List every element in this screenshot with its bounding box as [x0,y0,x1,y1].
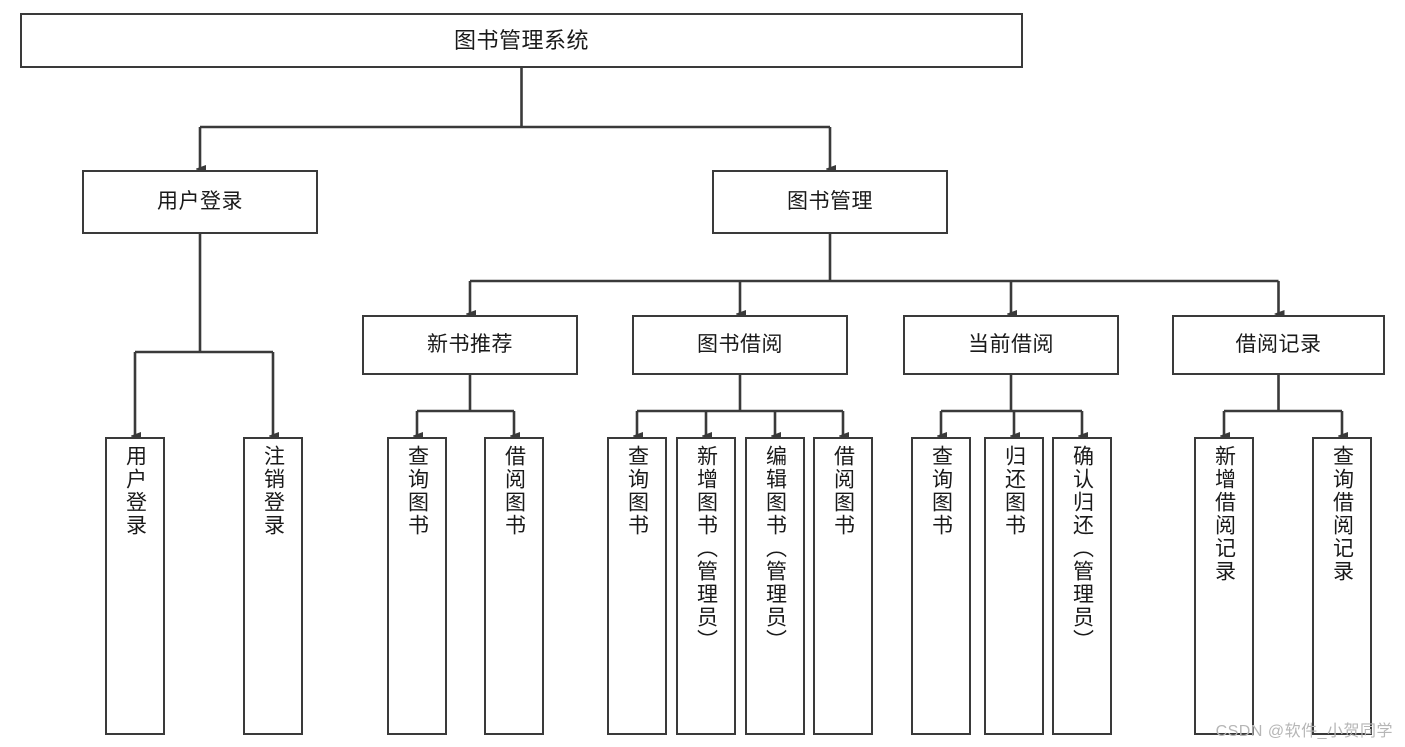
node-book-borrow[interactable]: 图书借阅 [632,315,848,375]
node-leaf-query-books-recommend[interactable]: 查询图书 [387,437,447,735]
node-label: 借阅图书 [831,445,855,537]
node-current-borrow[interactable]: 当前借阅 [903,315,1119,375]
node-label: 图书管理系统 [453,27,589,53]
node-label: 查询图书 [405,445,429,537]
node-leaf-add-book-admin[interactable]: 新增图书（管理员） [676,437,736,735]
node-label: 归还图书 [1002,445,1026,537]
node-label: 新增借阅记录 [1212,445,1236,583]
node-label: 确认归还（管理员） [1070,445,1094,652]
node-leaf-return-books[interactable]: 归还图书 [984,437,1044,735]
node-leaf-logout[interactable]: 注销登录 [243,437,303,735]
node-label: 用户登录 [157,189,243,213]
node-label: 用户登录 [123,445,147,537]
node-label: 编辑图书（管理员） [763,445,787,652]
node-label: 当前借阅 [968,332,1054,356]
node-leaf-query-books-current[interactable]: 查询图书 [911,437,971,735]
node-borrow-record[interactable]: 借阅记录 [1172,315,1385,375]
node-user-login[interactable]: 用户登录 [82,170,318,234]
node-leaf-borrow-books-recommend[interactable]: 借阅图书 [484,437,544,735]
node-leaf-query-books-borrow[interactable]: 查询图书 [607,437,667,735]
node-root[interactable]: 图书管理系统 [20,13,1023,68]
node-label: 图书管理 [787,189,873,213]
node-leaf-user-login[interactable]: 用户登录 [105,437,165,735]
node-leaf-query-borrow-record[interactable]: 查询借阅记录 [1312,437,1372,735]
node-label: 查询借阅记录 [1330,445,1354,583]
node-leaf-confirm-return-admin[interactable]: 确认归还（管理员） [1052,437,1112,735]
node-leaf-add-borrow-record[interactable]: 新增借阅记录 [1194,437,1254,735]
node-label: 注销登录 [261,445,285,537]
node-new-book-recommend[interactable]: 新书推荐 [362,315,578,375]
node-label: 查询图书 [625,445,649,537]
node-leaf-edit-book-admin[interactable]: 编辑图书（管理员） [745,437,805,735]
node-label: 借阅图书 [502,445,526,537]
node-leaf-borrow-books[interactable]: 借阅图书 [813,437,873,735]
node-label: 图书借阅 [697,332,783,356]
node-label: 查询图书 [929,445,953,537]
node-book-management[interactable]: 图书管理 [712,170,948,234]
node-label: 新书推荐 [427,332,513,356]
node-label: 新增图书（管理员） [694,445,718,652]
node-label: 借阅记录 [1235,332,1322,356]
